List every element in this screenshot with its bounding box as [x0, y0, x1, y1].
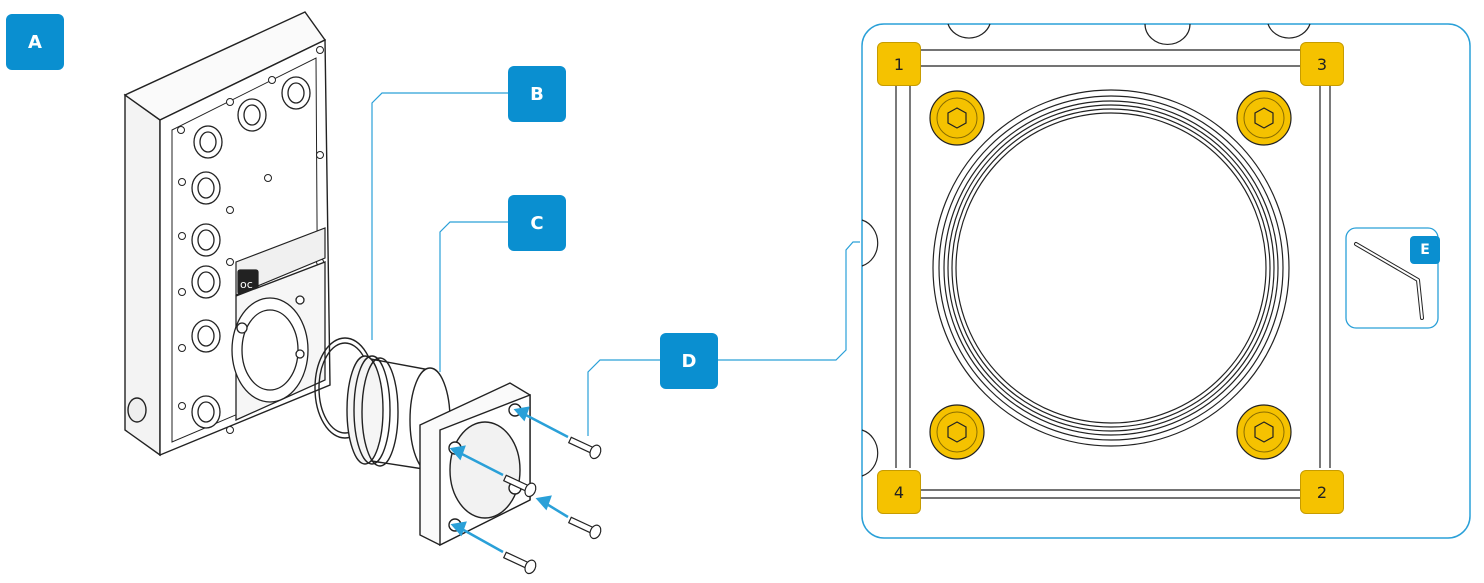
pump-housing — [231, 261, 326, 422]
callout-c: C — [508, 195, 566, 251]
order-badge-top-right: 3 — [1300, 42, 1344, 86]
logo-badge: oc — [235, 227, 326, 296]
callout-b: B — [508, 66, 566, 122]
detail-frame — [861, 23, 1471, 539]
flange-screws — [502, 436, 602, 575]
insertion-arrows — [449, 406, 569, 554]
callout-a: A — [6, 14, 64, 70]
detail-view — [861, 23, 1331, 499]
mounting-flange — [419, 382, 531, 547]
order-badge-bottom-right: 2 — [1300, 470, 1344, 514]
order-badge-bottom-left: 4 — [877, 470, 921, 514]
svg-text:oc: oc — [240, 278, 253, 291]
port-fittings — [191, 76, 311, 429]
leader-lines — [371, 92, 860, 436]
order-badge-top-left: 1 — [877, 42, 921, 86]
face-screws — [177, 46, 324, 434]
socket-screws — [929, 90, 1292, 460]
callout-d: D — [660, 333, 718, 389]
callout-e: E — [1410, 236, 1440, 264]
